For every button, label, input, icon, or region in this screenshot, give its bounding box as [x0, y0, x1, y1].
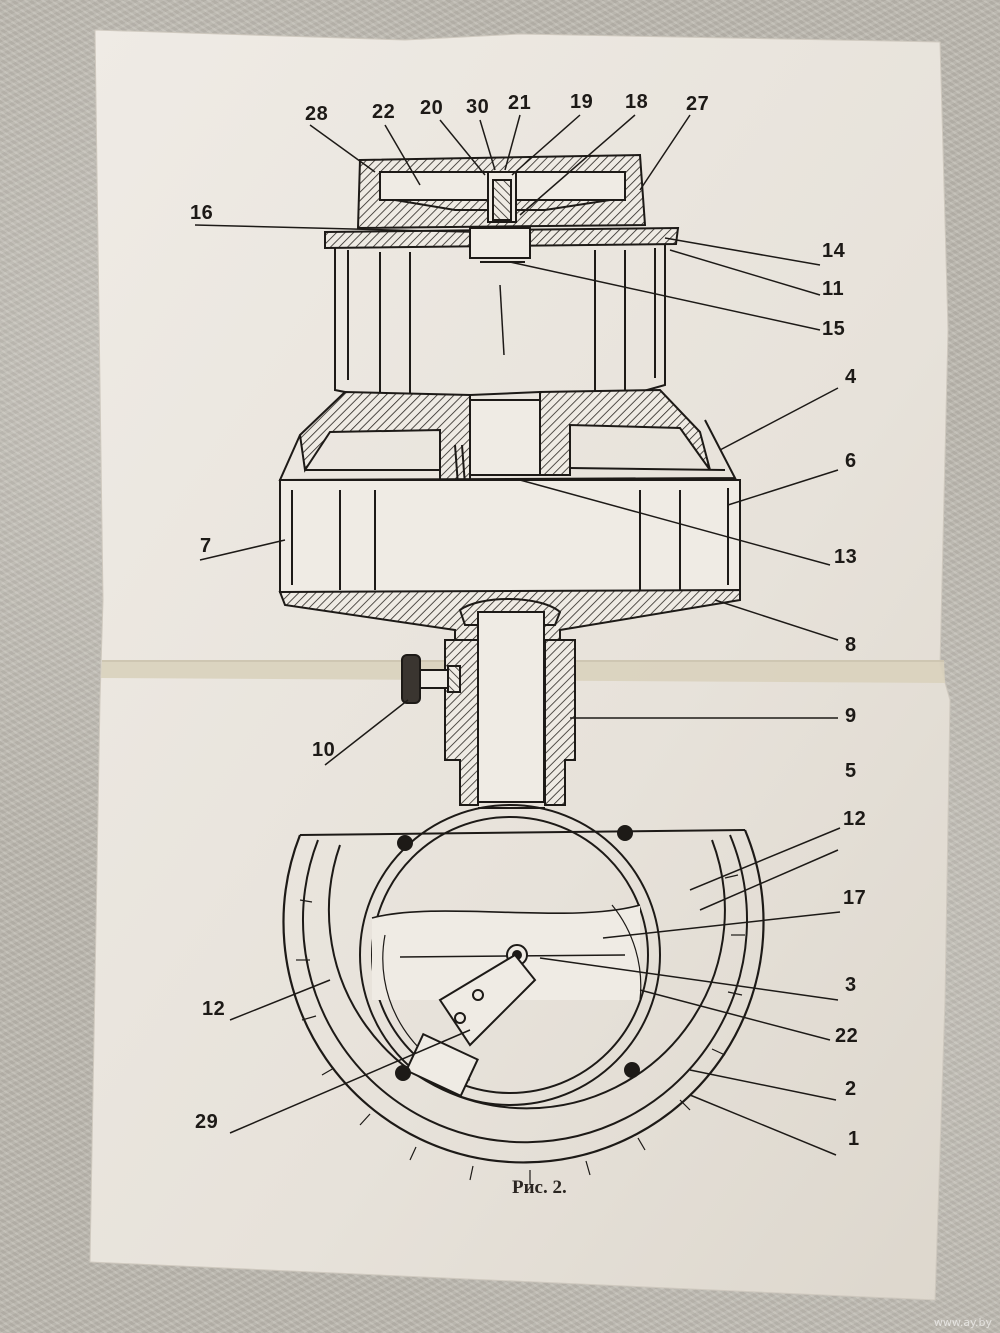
callout-27: 27	[686, 93, 710, 115]
callout-21: 21	[508, 92, 532, 114]
callout-9: 9	[845, 705, 857, 727]
callout-13: 13	[834, 546, 858, 568]
callout-15: 15	[822, 318, 846, 340]
watermark: www.ay.by	[933, 1316, 992, 1329]
callout-30: 30	[466, 96, 490, 118]
callout-12-right: 12	[843, 808, 867, 830]
callout-10: 10	[312, 739, 336, 761]
upper-leader-lines	[194, 114, 839, 766]
callout-18: 18	[625, 91, 649, 113]
callout-28: 28	[305, 103, 329, 125]
callout-4: 4	[845, 366, 857, 388]
callout-1: 1	[848, 1128, 860, 1150]
callout-19: 19	[570, 91, 594, 113]
callout-7: 7	[200, 535, 212, 557]
figure-caption: Рис. 2.	[512, 1177, 567, 1198]
callout-2: 2	[845, 1078, 857, 1100]
callout-5: 5	[845, 760, 857, 782]
callout-14: 14	[822, 240, 846, 262]
callout-17: 17	[843, 887, 867, 909]
callout-20: 20	[420, 97, 444, 119]
cross-section-drawing	[278, 153, 741, 809]
callout-11: 11	[822, 278, 845, 300]
callout-3: 3	[845, 974, 857, 996]
callout-6: 6	[845, 450, 857, 472]
callout-29: 29	[195, 1111, 219, 1133]
callout-12-left: 12	[202, 998, 226, 1020]
callout-8: 8	[845, 634, 857, 656]
callout-16: 16	[190, 202, 214, 224]
callout-22-top: 22	[372, 101, 396, 123]
compass-plan-drawing	[229, 804, 841, 1185]
callout-22-bottom: 22	[835, 1025, 859, 1047]
